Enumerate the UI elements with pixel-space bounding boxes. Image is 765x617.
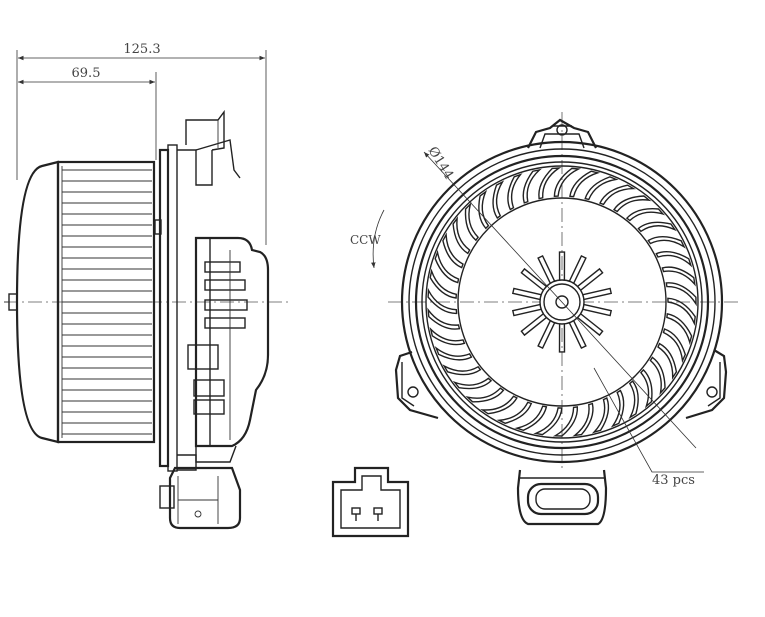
- rotation-label: CCW: [350, 233, 381, 247]
- fan-blade: [591, 397, 610, 434]
- fan-blade: [647, 235, 686, 249]
- overall-length-label: 125.3: [123, 42, 160, 57]
- fan-blade: [429, 327, 466, 346]
- mounting-flange: [154, 109, 241, 472]
- fan-blade: [569, 170, 601, 198]
- fan-blade: [442, 364, 482, 376]
- side-view: 125.3 69.5: [4, 42, 288, 530]
- fan-blade: [639, 368, 653, 409]
- hub-spoke: [579, 303, 613, 317]
- front-view: Ø144 43 pcs CCW: [350, 112, 738, 526]
- fan-blade: [649, 356, 666, 396]
- blade-count-label: 43 pcs: [652, 473, 695, 488]
- fan-blade: [522, 168, 542, 204]
- fan-blade: [427, 307, 461, 330]
- fan-blade: [478, 189, 490, 230]
- hub-spoke: [511, 303, 545, 317]
- fan-blade: [662, 328, 687, 364]
- fan-blade: [655, 250, 693, 268]
- fan-blade: [427, 287, 458, 315]
- motor-housing: [187, 236, 270, 463]
- fan-blade: [599, 184, 636, 206]
- connector-pin-2: [373, 507, 383, 515]
- blade-count-leader: [593, 367, 704, 473]
- fan-blade: [610, 389, 625, 428]
- hub-spoke: [567, 317, 587, 350]
- blade-inner-circle: [457, 197, 667, 407]
- right-mount-tab: [685, 349, 728, 420]
- fan-blade: [552, 406, 579, 437]
- fan-blade: [572, 402, 594, 437]
- fan-blade: [553, 167, 582, 198]
- fan-blade: [637, 221, 677, 233]
- fan-blade: [625, 208, 666, 222]
- housing-inner-ring: [408, 148, 716, 456]
- fan-blade: [480, 395, 518, 415]
- fan-wheel-side: [4, 160, 156, 444]
- fan-blade: [464, 202, 480, 242]
- fan-blade: [465, 387, 505, 403]
- body-length-label: 69.5: [72, 66, 101, 81]
- connector-face-view: [331, 466, 410, 538]
- fan-outer-ring: [414, 154, 710, 450]
- fan-blade: [452, 377, 493, 390]
- connector-pin-1: [351, 507, 361, 515]
- side-connector: [159, 466, 242, 530]
- fan-blade: [666, 312, 693, 346]
- fan-blade: [429, 268, 458, 299]
- fan-blade: [613, 195, 652, 213]
- fan-blade: [665, 282, 697, 307]
- fan-blade: [514, 405, 548, 432]
- rotation-arrow-icon: [371, 209, 385, 269]
- hub-spoke: [579, 287, 613, 301]
- fan-blade: [538, 167, 562, 200]
- left-mount-tab: [394, 350, 439, 420]
- fan-blade: [661, 266, 696, 287]
- fan-blade: [496, 401, 533, 425]
- hub-spoke: [567, 254, 587, 287]
- hub-spoke: [520, 311, 549, 337]
- diameter-label: Ø144: [425, 144, 457, 182]
- fan-blade: [667, 297, 696, 326]
- diameter-leader: [423, 151, 697, 449]
- fan-blade: [452, 216, 471, 255]
- fan-blade: [434, 346, 473, 361]
- outer-housing-ring: [400, 140, 724, 464]
- hub-spoke: [511, 287, 545, 301]
- fan-blade: [533, 407, 563, 436]
- fan-blade: [584, 176, 619, 201]
- fan-blade: [507, 173, 523, 211]
- hub-spoke: [537, 317, 557, 350]
- fan-blades: [427, 167, 697, 437]
- fan-blade: [628, 380, 639, 420]
- fan-blade: [492, 180, 505, 220]
- bottom-connector: [516, 469, 608, 526]
- fan-blade: [657, 342, 678, 380]
- hub-spoke: [537, 254, 557, 287]
- hub-spoke: [575, 267, 604, 293]
- fan-blade: [434, 249, 460, 284]
- blade-outer-circle: [425, 165, 699, 439]
- top-mount-tab: [527, 118, 597, 149]
- fan-blade: [442, 232, 464, 269]
